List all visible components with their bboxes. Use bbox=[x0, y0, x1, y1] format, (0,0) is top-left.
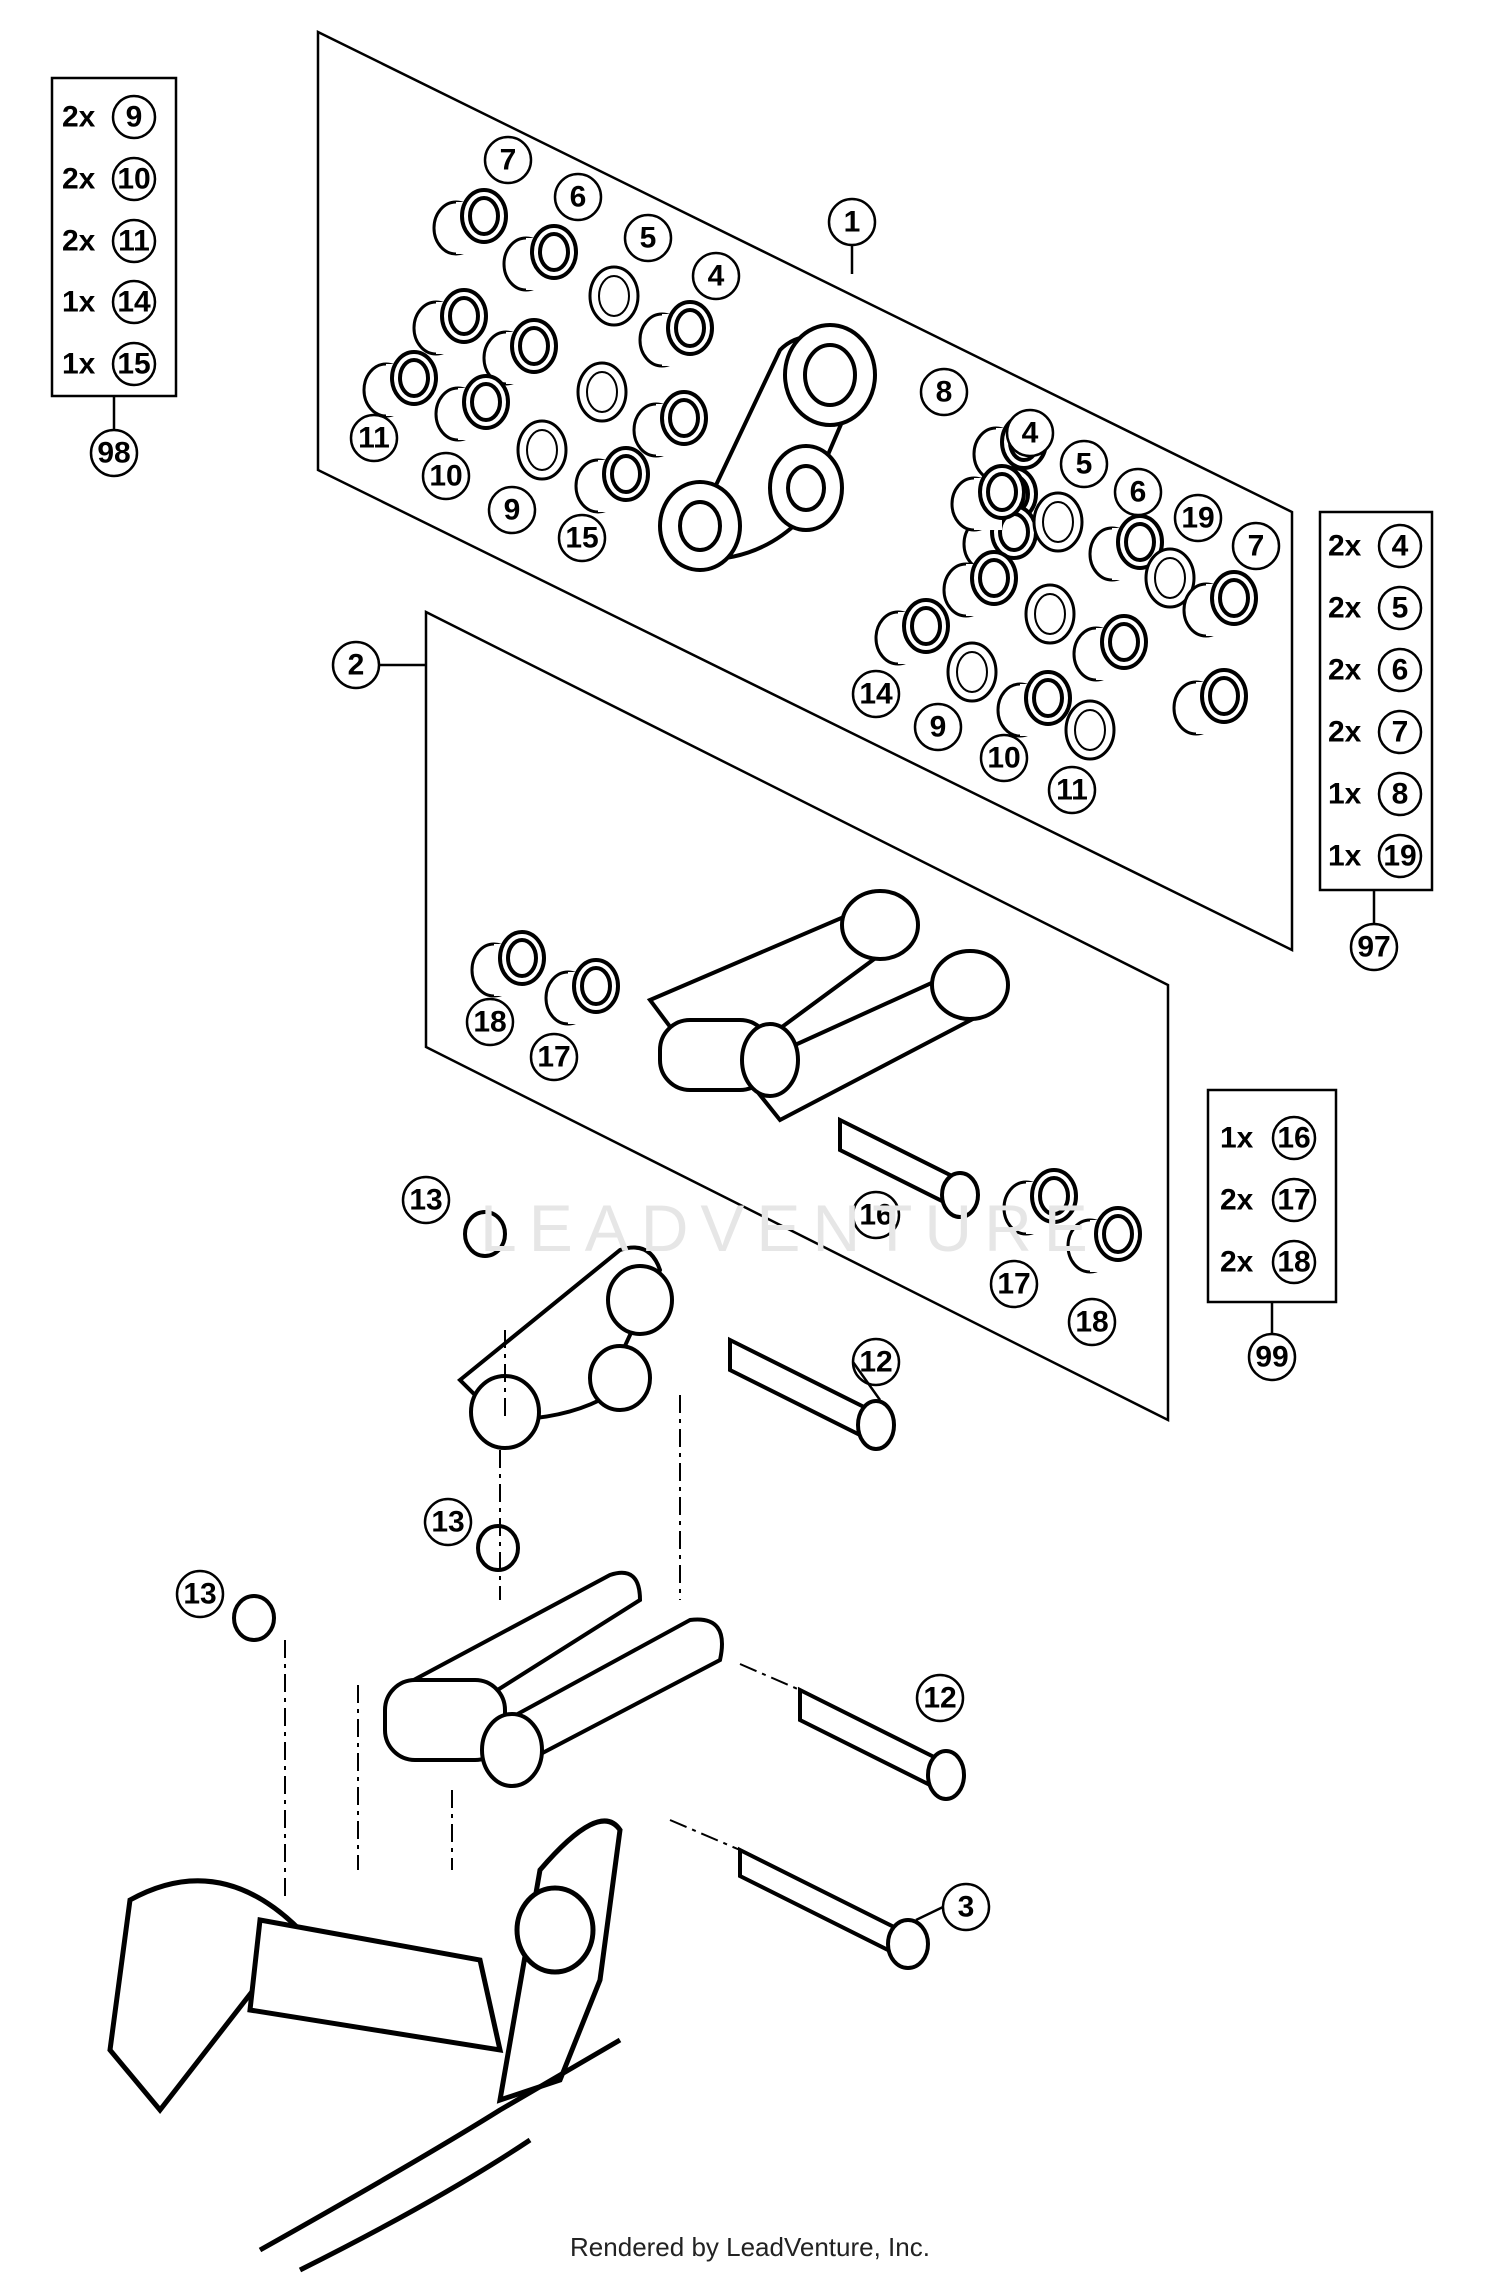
callout-label: 19 bbox=[1181, 502, 1214, 535]
connecting-rod-2 bbox=[646, 889, 1010, 1123]
callout-label: 12 bbox=[923, 1682, 956, 1715]
kit-label: 98 bbox=[97, 437, 130, 470]
callout-label: 10 bbox=[429, 460, 462, 493]
callout-12 bbox=[851, 1337, 965, 1723]
callout-label: 14 bbox=[859, 678, 893, 711]
callout-4 bbox=[691, 251, 1055, 458]
kit-qty: 2x bbox=[62, 225, 96, 258]
callout-9 bbox=[487, 485, 963, 752]
kit-99: 99 1x 16 2x 17 2x 18 bbox=[1206, 1088, 1338, 1382]
callout-17 bbox=[529, 1032, 1039, 1309]
kit-97: 97 2x 4 2x 5 2x 6 2x 7 1x 8 1x 19 bbox=[1318, 510, 1434, 972]
callout-label: 9 bbox=[930, 711, 947, 744]
callout-label: 13 bbox=[409, 1184, 442, 1217]
callout-label: 16 bbox=[859, 1199, 892, 1232]
kit-98: 98 2x 9 2x 10 2x 11 1x 14 1x 15 bbox=[50, 76, 178, 478]
callout-label: 17 bbox=[537, 1041, 570, 1074]
footer-credit: Rendered by LeadVenture, Inc. bbox=[570, 2232, 930, 2262]
group-1-outline bbox=[316, 29, 1294, 953]
kit-qty: 2x bbox=[1328, 530, 1362, 563]
callout-13 bbox=[175, 1175, 473, 1619]
kit-part: 18 bbox=[1277, 1246, 1310, 1279]
callout-label: 7 bbox=[500, 144, 517, 177]
callout-7 bbox=[483, 135, 1281, 571]
callout-label: 6 bbox=[570, 181, 587, 214]
kit-part: 7 bbox=[1392, 716, 1409, 749]
nuts-13 bbox=[232, 1210, 520, 1642]
callout-8 bbox=[919, 367, 969, 417]
callout-5 bbox=[623, 213, 1109, 489]
callout-label: 17 bbox=[997, 1268, 1030, 1301]
callout-14 bbox=[851, 669, 901, 719]
callouts bbox=[175, 135, 1281, 1932]
callout-label: 5 bbox=[640, 222, 657, 255]
bolt-12-bottom bbox=[798, 1686, 966, 1801]
callout-label: 13 bbox=[431, 1506, 464, 1539]
callout-16 bbox=[851, 1190, 901, 1240]
kit-part: 10 bbox=[117, 163, 150, 196]
kit-qty: 2x bbox=[1328, 654, 1362, 687]
kit-part: 16 bbox=[1277, 1122, 1310, 1155]
kit-qty: 2x bbox=[1220, 1184, 1254, 1217]
callout-label: 11 bbox=[1056, 774, 1088, 807]
callout-label: 7 bbox=[1248, 530, 1265, 563]
bolt-12-top bbox=[728, 1336, 896, 1451]
kit-qty: 1x bbox=[1220, 1122, 1254, 1155]
callout-label: 18 bbox=[473, 1006, 506, 1039]
group-2-outline bbox=[424, 609, 1170, 1423]
leader-lines bbox=[379, 245, 944, 1922]
kit-qty: 2x bbox=[1220, 1246, 1254, 1279]
bolt-3 bbox=[738, 1846, 930, 1970]
kit-part: 14 bbox=[117, 286, 151, 319]
callout-label: 1 bbox=[844, 206, 861, 239]
callout-19 bbox=[1173, 493, 1223, 543]
callout-label: 10 bbox=[987, 742, 1020, 775]
callout-label: 11 bbox=[358, 422, 390, 455]
callout-label: 12 bbox=[859, 1346, 892, 1379]
callout-label: 13 bbox=[183, 1578, 216, 1611]
kit-part: 6 bbox=[1392, 654, 1409, 687]
kit-part: 4 bbox=[1392, 530, 1409, 563]
callout-label: 3 bbox=[958, 1891, 975, 1924]
callout-label: 5 bbox=[1076, 448, 1093, 481]
kit-qty: 1x bbox=[62, 348, 96, 381]
callout-label: 9 bbox=[504, 494, 521, 527]
kit-part: 11 bbox=[118, 225, 150, 258]
callout-6 bbox=[553, 172, 1163, 517]
callout-15 bbox=[557, 513, 607, 563]
callout-label: 8 bbox=[936, 376, 953, 409]
kit-part: 15 bbox=[117, 348, 150, 381]
kit-qty: 2x bbox=[62, 101, 96, 134]
kit-part: 8 bbox=[1392, 778, 1409, 811]
kit-part: 5 bbox=[1392, 592, 1409, 625]
callout-label: 4 bbox=[708, 260, 725, 293]
pin-16 bbox=[838, 1116, 980, 1219]
kit-label: 99 bbox=[1255, 1341, 1288, 1374]
watermark: LEADVENTURE bbox=[480, 1191, 1100, 1265]
kit-label: 97 bbox=[1357, 931, 1390, 964]
callout-label: 4 bbox=[1022, 417, 1039, 450]
kit-qty: 1x bbox=[62, 286, 96, 319]
assembly-rod bbox=[383, 1570, 724, 1788]
kit-qty: 1x bbox=[1328, 840, 1362, 873]
kit-qty: 2x bbox=[1328, 716, 1362, 749]
kit-part: 9 bbox=[126, 101, 143, 134]
callout-18 bbox=[465, 997, 1117, 1347]
frame bbox=[107, 1818, 623, 2273]
guide-lines bbox=[284, 1330, 801, 1900]
callout-label: 15 bbox=[565, 522, 598, 555]
callout-label: 18 bbox=[1075, 1306, 1108, 1339]
kit-qty: 2x bbox=[1328, 592, 1362, 625]
pivot-link-1 bbox=[658, 323, 877, 572]
kit-part: 17 bbox=[1277, 1184, 1310, 1217]
callout-label: 2 bbox=[348, 649, 365, 682]
callout-11 bbox=[349, 413, 1097, 815]
callout-label: 6 bbox=[1130, 476, 1147, 509]
callout-10 bbox=[421, 451, 1029, 783]
kit-part: 19 bbox=[1383, 840, 1416, 873]
kit-qty: 1x bbox=[1328, 778, 1362, 811]
assembly-link bbox=[457, 1245, 674, 1450]
kit-qty: 2x bbox=[62, 163, 96, 196]
